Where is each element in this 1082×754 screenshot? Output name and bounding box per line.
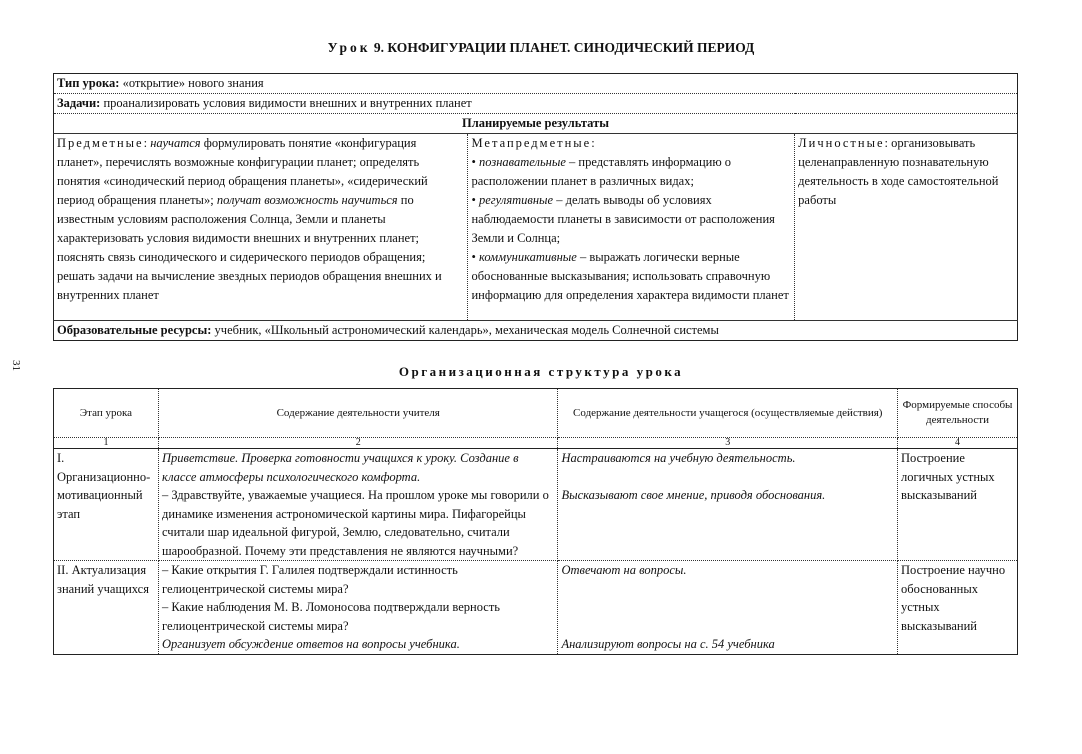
- meta-results-cell: Метапредметные: • познавательные – предс…: [467, 133, 796, 321]
- meta-cognitive-text: – представлять информацию о расположении…: [471, 155, 732, 188]
- lesson-type-value: «открытие» нового знания: [119, 76, 264, 90]
- tasks-cell: Задачи: проанализировать условия видимос…: [53, 93, 1018, 114]
- resources-cell: Образовательные ресурсы: учебник, «Школь…: [53, 320, 1018, 341]
- col-header-student: Содержание деятельности учащегося (осуще…: [557, 388, 899, 438]
- subject-label: Предметные: [57, 136, 144, 150]
- results-heading-row: Планируемые результаты: [53, 113, 1018, 134]
- lesson-type-label: Тип урока:: [57, 76, 120, 90]
- structure-header-row: Этап урока Содержание деятельности учите…: [53, 388, 1018, 438]
- subject-p2: формулировать понятие «конфигурация план…: [57, 136, 428, 207]
- col-header-skills: Формируемые способы деятельности: [897, 388, 1018, 438]
- col-number: 1: [53, 437, 159, 449]
- page-title: Урок 9. КОНФИГУРАЦИИ ПЛАНЕТ. СИНОДИЧЕСКИ…: [0, 40, 1082, 56]
- col-header-stage: Этап урока: [53, 388, 159, 438]
- teacher-cell: Приветствие. Проверка готовности учащихс…: [157, 448, 559, 561]
- column-number-row: 1 2 3 4: [53, 437, 1018, 449]
- lesson-type-row: Тип урока: «открытие» нового знания: [53, 73, 1018, 94]
- structure-heading: Организационная структура урока: [398, 364, 684, 379]
- teacher-speech: – Здравствуйте, уважаемые учащиеся. На п…: [161, 488, 549, 558]
- teacher-cell: – Какие открытия Г. Галилея подтверждали…: [157, 560, 559, 655]
- subject-p1: научатся: [150, 136, 201, 150]
- tasks-value: проанализировать условия видимости внешн…: [100, 96, 472, 110]
- student-cell: Отвечают на вопросы. Анализируют вопросы…: [557, 560, 899, 655]
- title-prefix: Урок: [327, 40, 371, 55]
- meta-communicative-text: – выражать логически верные обоснованные…: [471, 250, 789, 302]
- student-action: Настраиваются на учебную деятельность.: [561, 451, 796, 465]
- lesson-info-table: Тип урока: «открытие» нового знания Зада…: [52, 73, 1018, 341]
- personal-results-cell: Личностные: организовывать целенаправлен…: [794, 133, 1018, 321]
- skills-cell: Построение логичных устных высказываний: [897, 448, 1018, 561]
- meta-communicative-label: коммуникативные: [479, 250, 577, 264]
- meta-cognitive-label: познавательные: [479, 155, 566, 169]
- student-action: Высказывают свое мнение, приводя обоснов…: [561, 487, 826, 502]
- tasks-row: Задачи: проанализировать условия видимос…: [53, 93, 1018, 114]
- subject-results-cell: Предметные: научатся формулировать понят…: [52, 133, 469, 321]
- meta-regulatory-label: регулятивные: [479, 193, 554, 207]
- tasks-label: Задачи:: [57, 96, 101, 110]
- stage-cell: II. Актуализация знаний учащихся: [53, 560, 159, 655]
- skills-cell: Построение научно обоснованных устных вы…: [897, 560, 1018, 655]
- lesson-structure-table: Этап урока Содержание деятельности учите…: [53, 388, 1018, 655]
- teacher-action-italic: Организует обсуждение ответов на вопросы…: [161, 637, 460, 651]
- teacher-action-italic: Приветствие. Проверка готовности учащихс…: [161, 451, 519, 484]
- teacher-question: – Какие наблюдения М. В. Ломоносова подт…: [161, 600, 500, 633]
- meta-label: Метапредметные:: [471, 136, 597, 150]
- title-rest: 9. КОНФИГУРАЦИИ ПЛАНЕТ. СИНОДИЧЕСКИЙ ПЕР…: [370, 40, 755, 55]
- student-action: Анализируют вопросы на с. 54 учебника: [561, 636, 775, 651]
- resources-value: учебник, «Школьный астрономический кален…: [211, 323, 719, 337]
- col-number: 2: [157, 437, 559, 449]
- table-row: II. Актуализация знаний учащихся – Какие…: [53, 560, 1018, 655]
- subject-p3: получат возможность научиться: [216, 193, 398, 207]
- col-number: 4: [897, 437, 1018, 449]
- resources-label: Образовательные ресурсы:: [57, 323, 212, 337]
- student-cell: Настраиваются на учебную деятельность. В…: [557, 448, 899, 561]
- personal-label: Личностные: [798, 136, 885, 150]
- personal-value: : организовывать целенаправленную познав…: [798, 136, 999, 207]
- results-heading: Планируемые результаты: [53, 113, 1018, 134]
- stage-cell: I. Организационно-мотивационный этап: [53, 448, 159, 561]
- results-row: Предметные: научатся формулировать понят…: [52, 133, 1018, 321]
- teacher-question: – Какие открытия Г. Галилея подтверждали…: [161, 563, 458, 596]
- table-row: I. Организационно-мотивационный этап При…: [53, 448, 1018, 561]
- resources-row: Образовательные ресурсы: учебник, «Школь…: [53, 320, 1018, 341]
- col-number: 3: [557, 437, 899, 449]
- lesson-type-cell: Тип урока: «открытие» нового знания: [53, 73, 1018, 94]
- subject-sep: :: [143, 136, 151, 150]
- col-header-teacher: Содержание деятельности учителя: [157, 388, 559, 438]
- meta-regulatory-text: – делать выводы об условиях наблюдаемост…: [471, 193, 775, 245]
- subject-p4: по известным условиям расположения Солнц…: [57, 193, 442, 302]
- student-action: Отвечают на вопросы.: [561, 563, 687, 577]
